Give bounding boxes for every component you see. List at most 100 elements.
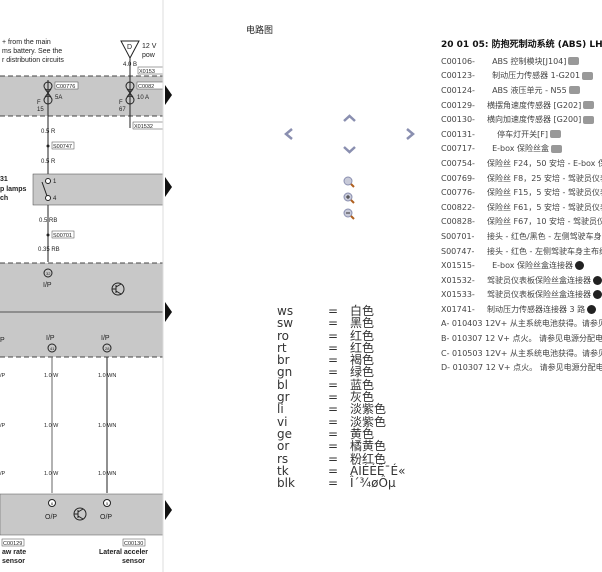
component-row[interactable]: C00124- ABS 液压单元 - N55 — [441, 83, 602, 98]
color-name: 橘黄色 — [350, 439, 387, 454]
component-row[interactable]: X01515- E-box 保险丝盒连接器 — [441, 258, 602, 273]
component-row[interactable]: X01533-驾驶员仪表板保险丝盒连接器 — [441, 288, 602, 303]
component-desc[interactable]: 横向加速度传感器 [G200] — [487, 115, 582, 125]
legend-row: gn=绿色 — [277, 365, 405, 380]
component-code: C00106- — [441, 56, 475, 66]
sensor-band[interactable] — [0, 493, 164, 536]
connector-icon[interactable] — [575, 261, 585, 271]
component-row[interactable]: X01741- 制动压力传感器连接器 3 路 — [441, 302, 602, 317]
equals-sign: = — [328, 365, 339, 380]
component-row[interactable]: X01532-驾驶员仪表板保险丝盒连接器 — [441, 273, 602, 288]
camera-icon[interactable] — [551, 144, 563, 153]
wiring-diagram[interactable]: + from the main ms battery. See the r di… — [0, 0, 180, 572]
fuse-f15[interactable] — [43, 81, 53, 105]
expand-arrow-icon[interactable] — [165, 177, 172, 197]
connector-label[interactable]: X0153 — [139, 69, 155, 75]
component-name: aw rate — [2, 549, 26, 556]
component-desc[interactable]: E-box 保险丝盒连接器 — [487, 261, 574, 271]
connector-icon[interactable] — [587, 304, 597, 314]
component-row[interactable]: S00701-接头 - 红色/黑色 - 左侧驾驶车身主布线 — [441, 229, 602, 244]
component-desc[interactable]: 制动压力传感器连接器 3 路 — [487, 304, 586, 314]
note-letter: C — [441, 348, 447, 358]
component-row[interactable]: C00822-保险丝 F61，5 安培 - 驾驶员仪表板保险丝盒 — [441, 200, 602, 215]
zoom-in-icon[interactable] — [343, 192, 355, 204]
component-row[interactable]: C00106- ABS 控制模块[J104] — [441, 54, 602, 69]
color-name: 红色 — [350, 328, 375, 343]
component-name: sensor — [2, 558, 25, 565]
component-desc[interactable]: 保险丝 F15，5 安培 - 驾驶员仪表板保险丝盒 — [487, 188, 602, 198]
component-row[interactable]: C00123- 制动压力传感器 1-G201 — [441, 69, 602, 84]
zoom-out-icon[interactable] — [343, 208, 355, 220]
component-desc[interactable]: ABS 液压单元 - N55 — [487, 85, 567, 95]
component-row[interactable]: C00131- 停车灯开关[F] — [441, 127, 602, 142]
component-desc[interactable]: 保险丝 F24，50 安培 - E-box 保险丝盒 — [487, 158, 602, 168]
component-desc[interactable]: 停车灯开关[F] — [487, 129, 549, 139]
connector-label[interactable]: C00776 — [56, 84, 75, 90]
legend-row: li=淡紫色 — [277, 402, 405, 417]
expand-arrow-icon[interactable] — [165, 500, 172, 520]
color-name: 淡紫色 — [350, 402, 387, 417]
wire-label: 1.0 W — [44, 471, 59, 477]
component-code: X01741- — [441, 304, 475, 314]
component-row[interactable]: C00828-保险丝 F67，10 安培 - 驾驶员仪表板保险丝盒 — [441, 215, 602, 230]
legend-row: blk=Î´¾øÔµ — [277, 477, 405, 490]
pan-left-icon[interactable] — [284, 128, 294, 140]
camera-icon[interactable] — [582, 71, 594, 80]
component-desc[interactable]: 横摆角速度传感器 [G202] — [487, 100, 582, 110]
camera-icon[interactable] — [550, 130, 562, 139]
camera-icon[interactable] — [583, 115, 595, 124]
connector-label[interactable]: C0082 — [138, 84, 154, 90]
connector-icon[interactable] — [593, 275, 602, 285]
fuse-f67[interactable] — [125, 81, 135, 105]
color-name: 黄色 — [350, 426, 375, 441]
component-desc[interactable]: E-box 保险丝盒 — [487, 144, 550, 154]
equals-sign: = — [328, 328, 339, 343]
wire-label: /P — [0, 471, 6, 477]
color-name: 淡紫色 — [350, 414, 387, 429]
connector-label[interactable]: C00129 — [3, 541, 22, 547]
zoom-reset-icon[interactable] — [343, 176, 355, 188]
equals-sign: = — [328, 304, 339, 318]
camera-icon[interactable] — [568, 86, 580, 95]
brake-lamp-switch[interactable] — [32, 173, 164, 206]
expand-arrow-icon[interactable] — [165, 85, 172, 105]
component-desc[interactable]: 接头 - 红色/黑色 - 左侧驾驶车身主布线 — [487, 231, 602, 241]
expand-arrow-icon[interactable] — [165, 302, 172, 322]
component-row[interactable]: C00717- E-box 保险丝盒 — [441, 142, 602, 157]
component-desc[interactable]: 接头 - 红色 - 左侧驾驶车身主布线 — [487, 246, 602, 256]
component-desc[interactable]: 驾驶员仪表板保险丝盒连接器 — [487, 275, 591, 285]
component-desc[interactable]: ABS 控制模块[J104] — [487, 56, 567, 66]
component-row[interactable]: C00129-横摆角速度传感器 [G202] — [441, 98, 602, 113]
pin-label: I/P — [43, 282, 52, 289]
note-row: A- 010403 12V+ 从主系统电池获得。请参见电源分配电路 — [441, 317, 602, 332]
component-desc[interactable]: 保险丝 F67，10 安培 - 驾驶员仪表板保险丝盒 — [487, 217, 602, 227]
component-name: ch — [0, 195, 8, 202]
color-code: ws — [277, 304, 294, 318]
abs-module-band[interactable] — [0, 263, 163, 357]
pin-number: 32 — [46, 271, 51, 276]
wire-label: /P — [0, 373, 6, 379]
pan-up-icon[interactable] — [343, 114, 356, 123]
component-desc[interactable]: 保险丝 F8，25 安培 - 驾驶员仪表板保险丝盒 — [487, 173, 602, 183]
camera-icon[interactable] — [583, 101, 595, 110]
component-row[interactable]: S00747-接头 - 红色 - 左侧驾驶车身主布线 — [441, 244, 602, 259]
component-row[interactable]: C00130-横向加速度传感器 [G200] — [441, 112, 602, 127]
note-row: C- 010503 12V+ 从主系统电池获得。请参见电源分配电路 — [441, 346, 602, 361]
wire-label: 1.0 W — [44, 423, 59, 429]
connector-icon[interactable] — [593, 290, 602, 300]
pan-down-icon[interactable] — [343, 145, 356, 154]
component-desc[interactable]: 制动压力传感器 1-G201 — [487, 71, 581, 81]
splice-label[interactable]: S00701 — [53, 233, 72, 239]
color-code: br — [277, 353, 290, 368]
component-row[interactable]: C00769-保险丝 F8，25 安培 - 驾驶员仪表板保险丝盒 — [441, 171, 602, 186]
splice-label[interactable]: S00747 — [53, 144, 72, 150]
pan-right-icon[interactable] — [405, 128, 415, 140]
component-desc[interactable]: 保险丝 F61，5 安培 - 驾驶员仪表板保险丝盒 — [487, 202, 602, 212]
connector-label[interactable]: X01532 — [134, 124, 153, 130]
power-source-d[interactable]: D — [120, 40, 140, 60]
camera-icon[interactable] — [568, 57, 580, 66]
component-row[interactable]: C00754-保险丝 F24，50 安培 - E-box 保险丝盒 — [441, 156, 602, 171]
connector-label[interactable]: C00130 — [124, 541, 143, 547]
component-desc[interactable]: 驾驶员仪表板保险丝盒连接器 — [487, 290, 591, 300]
component-row[interactable]: C00776-保险丝 F15，5 安培 - 驾驶员仪表板保险丝盒 — [441, 185, 602, 200]
